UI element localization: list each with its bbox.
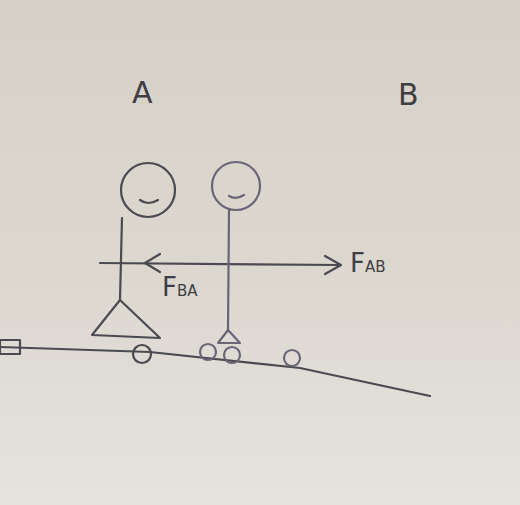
force-label: FAB xyxy=(350,250,386,276)
figure-label: A xyxy=(132,78,153,108)
figure-label: B xyxy=(398,80,419,110)
force-label: FBA xyxy=(162,274,198,300)
